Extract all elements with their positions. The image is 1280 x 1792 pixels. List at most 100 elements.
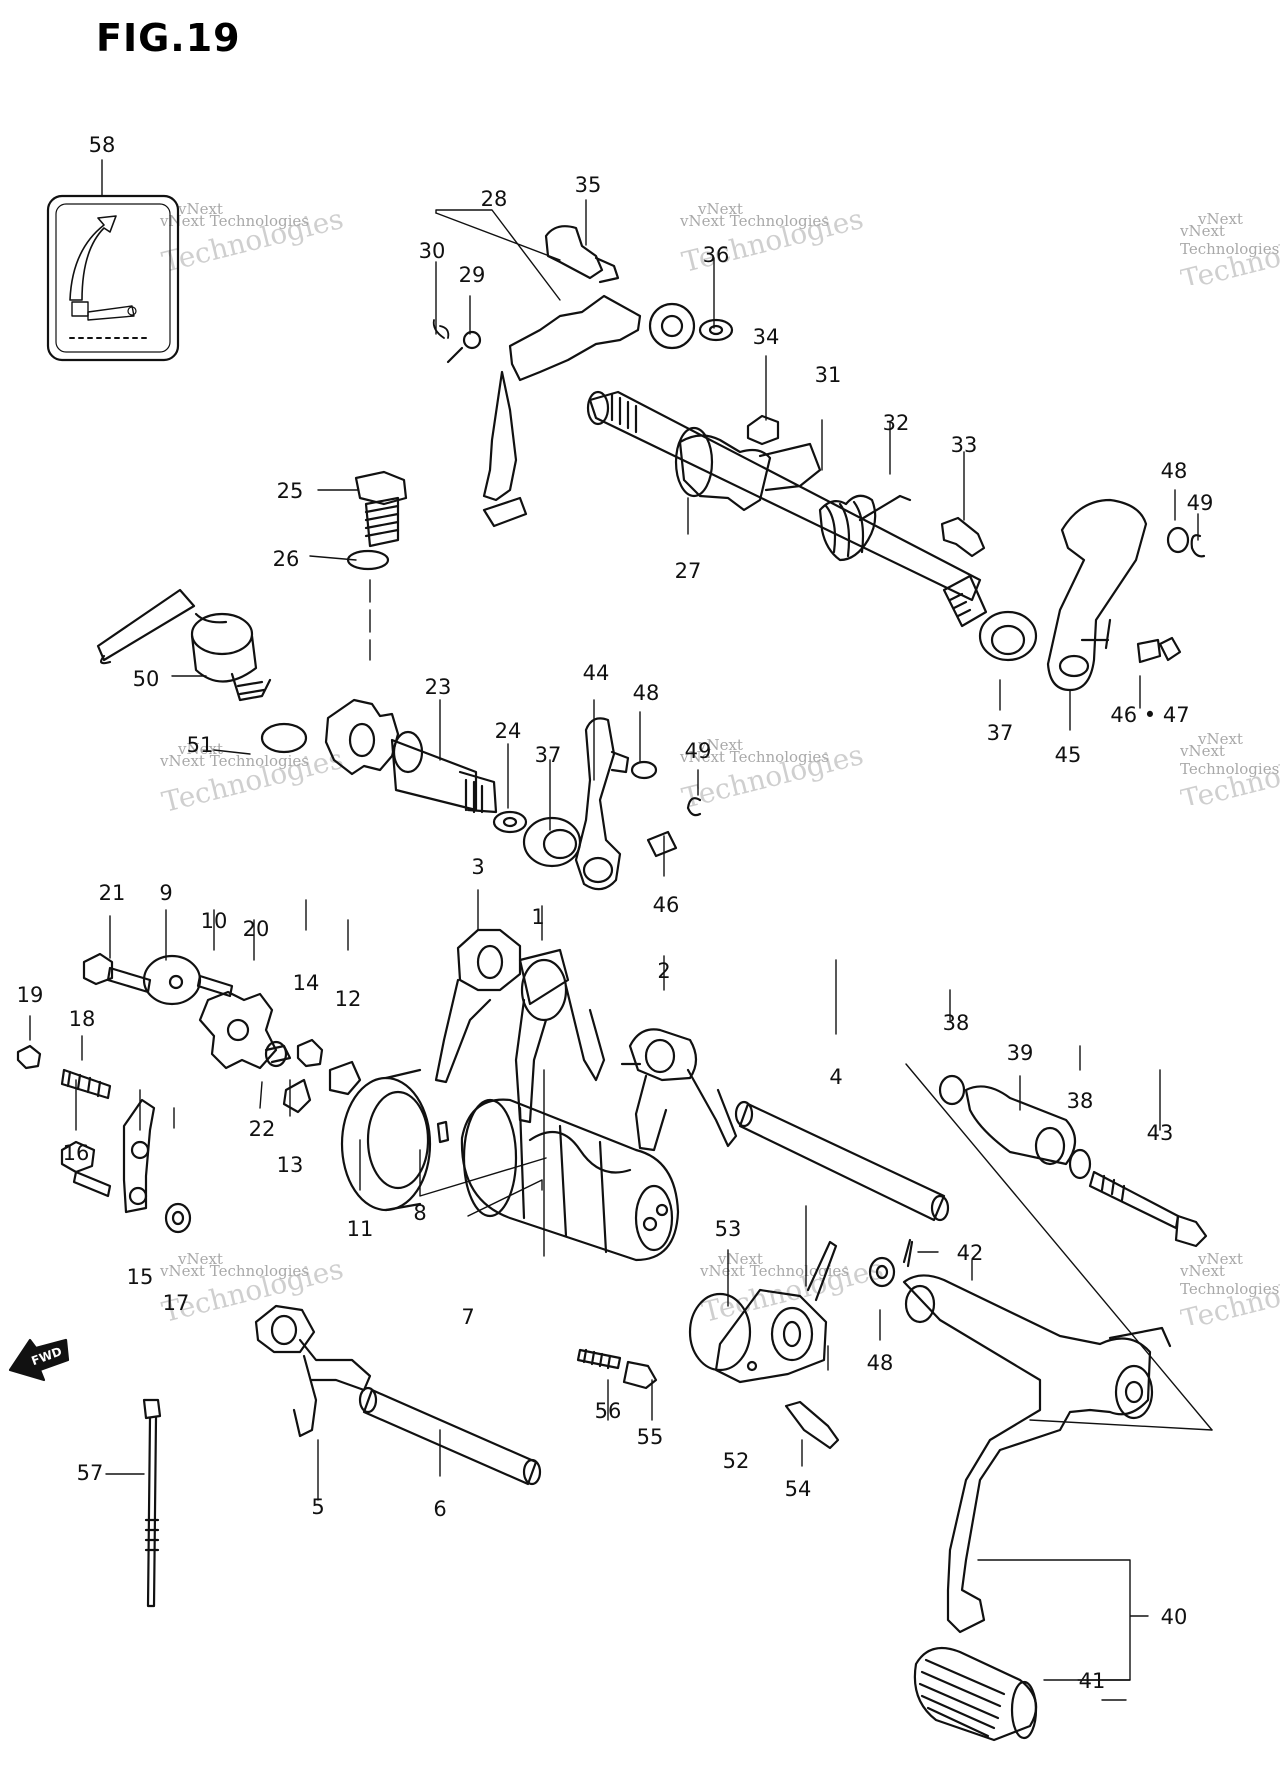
- callout-24: 24: [495, 719, 522, 743]
- nut: [746, 414, 780, 446]
- callout-36: 36: [703, 243, 730, 267]
- bolt: [784, 1400, 840, 1450]
- callout-46b: 46: [653, 893, 680, 917]
- bolt: [646, 830, 678, 858]
- callout-11: 11: [347, 1217, 374, 1241]
- callout-42: 42: [957, 1241, 984, 1265]
- callout-7: 7: [461, 1305, 474, 1329]
- callout-2: 2: [657, 959, 670, 983]
- callout-labels: 58 28 35 30 29 36 34 31 32 33 48 49 27 3…: [17, 133, 1214, 1693]
- spring: [576, 1348, 622, 1370]
- washer: [630, 760, 658, 780]
- callout-38b: 38: [1067, 1089, 1094, 1113]
- callout-51: 51: [187, 733, 214, 757]
- shift-cam-stopper-assembly: [432, 225, 734, 528]
- bolt: [296, 1038, 324, 1068]
- circlip: [686, 797, 702, 817]
- fork-shaft: [358, 1386, 542, 1486]
- callout-26: 26: [273, 547, 300, 571]
- bolt: [1088, 1170, 1208, 1248]
- callout-31: 31: [815, 363, 842, 387]
- figure-title: FIG.19: [96, 16, 241, 60]
- callout-32: 32: [883, 411, 910, 435]
- shift-fork: [620, 1028, 738, 1152]
- bolt: [82, 952, 114, 986]
- callout-37a: 37: [987, 721, 1014, 745]
- forward-arrow-icon: [8, 1338, 70, 1382]
- callout-20: 20: [243, 917, 270, 941]
- callout-10: 10: [201, 909, 228, 933]
- callout-9: 9: [159, 881, 172, 905]
- plate: [282, 1078, 312, 1114]
- bearing: [522, 816, 582, 868]
- callout-37b: 37: [535, 743, 562, 767]
- callout-49b: 49: [685, 739, 712, 763]
- callout-35: 35: [575, 173, 602, 197]
- gearshift-cam: [460, 1098, 680, 1262]
- washer: [1166, 526, 1190, 554]
- stopper-plate: [122, 1098, 156, 1214]
- callout-50: 50: [133, 667, 160, 691]
- lever-rubber: [913, 1646, 1038, 1742]
- callout-40: 40: [1161, 1605, 1188, 1629]
- callout-25: 25: [277, 479, 304, 503]
- callout-19: 19: [17, 983, 44, 1007]
- shift-cam-shaft: [324, 698, 498, 814]
- callout-16: 16: [63, 1141, 90, 1165]
- callout-41: 41: [1079, 1669, 1106, 1693]
- callout-23: 23: [425, 675, 452, 699]
- callout-30: 30: [419, 239, 446, 263]
- oil-seal: [978, 610, 1038, 662]
- callout-14: 14: [293, 971, 320, 995]
- spring: [60, 1068, 112, 1100]
- pin: [622, 1360, 658, 1390]
- callout-48c: 48: [867, 1351, 894, 1375]
- callout-55: 55: [637, 1425, 664, 1449]
- gear-indicator-plate: [46, 194, 180, 362]
- callout-34: 34: [753, 325, 780, 349]
- o-ring: [1068, 1148, 1092, 1180]
- callout-44: 44: [583, 661, 610, 685]
- gearshift-shaft: [586, 390, 988, 628]
- callout-49a: 49: [1187, 491, 1214, 515]
- plug: [354, 470, 408, 548]
- long-bolt: [142, 1398, 162, 1608]
- callout-17: 17: [163, 1291, 190, 1315]
- callout-48a: 48: [1161, 459, 1188, 483]
- callout-12: 12: [335, 987, 362, 1011]
- bolt: [60, 1140, 96, 1174]
- callout-53: 53: [715, 1217, 742, 1241]
- plate: [142, 954, 202, 1006]
- gasket: [346, 549, 390, 571]
- callout-39: 39: [1007, 1041, 1034, 1065]
- callout-57: 57: [77, 1461, 104, 1485]
- pivot-collar: [964, 1085, 1077, 1166]
- callout-33: 33: [951, 433, 978, 457]
- callout-8: 8: [413, 1201, 426, 1225]
- bolt: [940, 516, 986, 558]
- callout-54: 54: [785, 1477, 812, 1501]
- shift-arm: [574, 717, 630, 891]
- pin: [196, 974, 234, 998]
- callout-13: 13: [277, 1153, 304, 1177]
- callout-58: 58: [89, 133, 116, 157]
- callout-27: 27: [675, 559, 702, 583]
- cover: [714, 1240, 838, 1384]
- bolt: [16, 1044, 42, 1070]
- leader-lines: [29, 159, 1213, 1701]
- pin: [436, 1120, 450, 1144]
- callout-21: 21: [99, 881, 126, 905]
- callout-15: 15: [127, 1265, 154, 1289]
- callout-43: 43: [1147, 1121, 1174, 1145]
- gearshift-lever: [902, 1274, 1172, 1634]
- callout-1: 1: [531, 905, 544, 929]
- bearing: [340, 1076, 432, 1212]
- callout-56: 56: [595, 1399, 622, 1423]
- o-ring: [260, 722, 308, 754]
- callout-38a: 38: [943, 1011, 970, 1035]
- washer: [164, 1202, 192, 1234]
- plate: [328, 1060, 362, 1096]
- callout-48b: 48: [633, 681, 660, 705]
- shift-fork: [254, 1304, 372, 1438]
